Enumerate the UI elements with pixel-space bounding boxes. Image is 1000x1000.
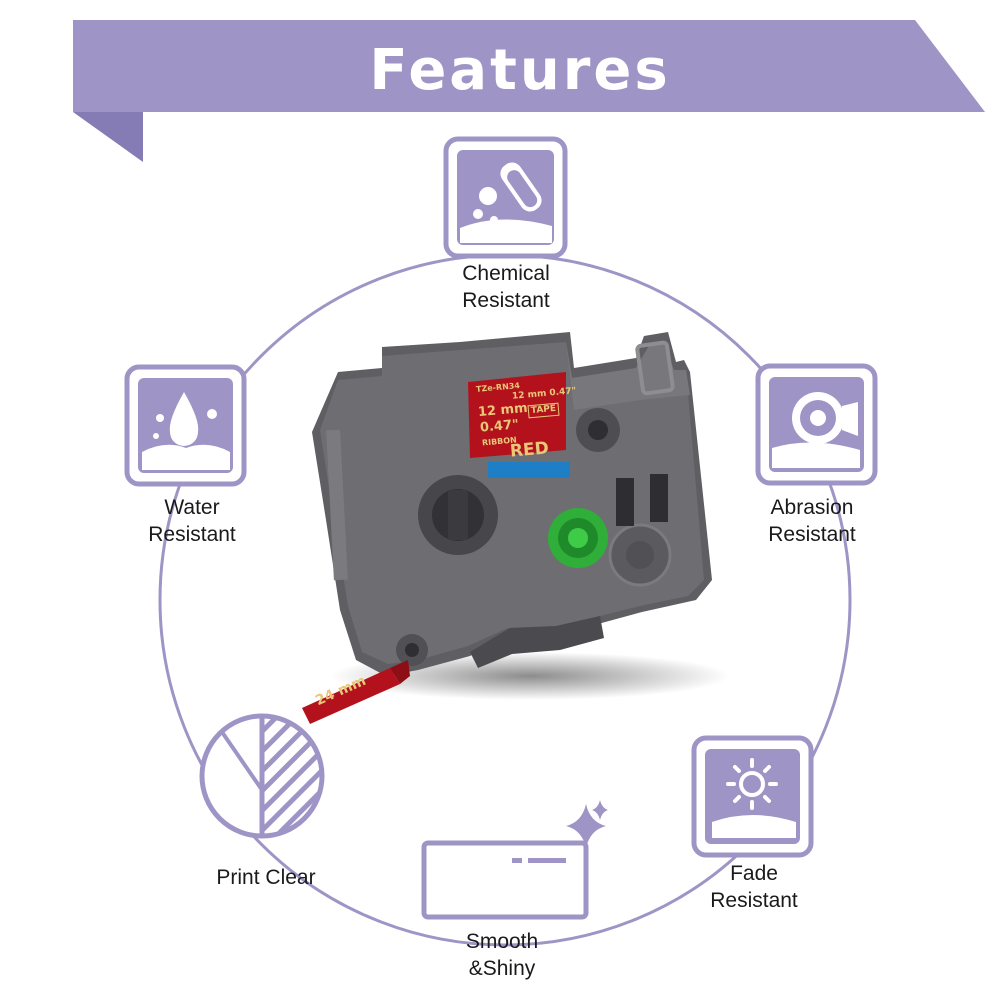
feature-label-line: &Shiny (468, 957, 536, 980)
feature-label-print: Print Clear (180, 864, 352, 891)
tape-cartridge (312, 332, 712, 676)
feature-label-line: Fade (730, 862, 778, 885)
feature-label-line: Smooth (465, 930, 539, 953)
feature-label-line: Chemical (462, 262, 550, 285)
feature-label-chemical: Chemical Resistant (420, 260, 592, 314)
label-color: RED (509, 438, 550, 462)
feature-label-line: Print Clear (216, 866, 316, 889)
feature-label-fade: Fade Resistant (668, 860, 840, 914)
feature-label-line: Water (164, 496, 220, 519)
features-banner (73, 20, 985, 162)
feature-label-line: Resistant (710, 889, 798, 912)
red-tape-strip (302, 660, 410, 724)
green-reel (548, 508, 608, 568)
page-title: Features (369, 38, 671, 103)
tape-roll-icon (755, 363, 878, 486)
feature-label-water: Water Resistant (106, 494, 278, 548)
label-size-in: 0.47" (479, 417, 520, 436)
chemical-flask-icon (443, 136, 568, 259)
feature-label-line: Resistant (148, 523, 236, 546)
feature-label-smooth: Smooth &Shiny (416, 928, 588, 982)
water-splash-icon (124, 364, 247, 487)
sparkle-label-icon (421, 800, 608, 920)
label-tape: TAPE (527, 402, 560, 419)
feature-label-line: Abrasion (770, 496, 854, 519)
cartridge-label (468, 372, 566, 458)
feature-label-line: Resistant (768, 523, 856, 546)
feature-label-line: Resistant (462, 289, 550, 312)
half-hatched-circle-icon (199, 713, 325, 839)
sun-fade-icon (691, 735, 814, 858)
feature-label-abrasion: Abrasion Resistant (726, 494, 898, 548)
